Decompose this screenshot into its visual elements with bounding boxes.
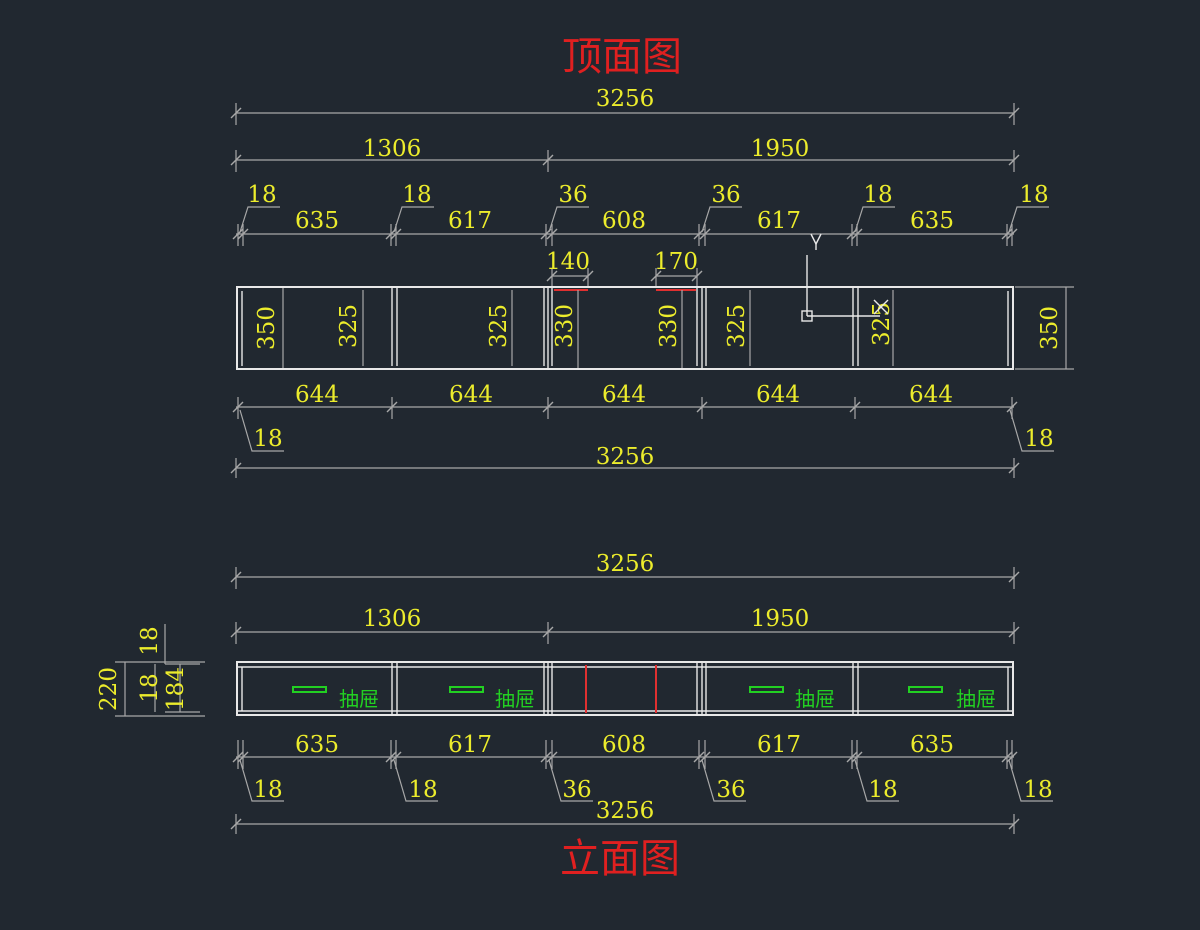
- dim-top-overall-bottom: 3256: [230, 444, 1020, 478]
- dim-height-text: 18: [137, 673, 163, 702]
- dim-height-text: 18: [137, 626, 163, 655]
- dim-inner-width-text: 617: [757, 208, 801, 234]
- dim-module-width-text: 644: [756, 382, 800, 408]
- dim-elev-groups: 1306 1950: [230, 606, 1020, 644]
- ucs-y-label: Y: [822, 231, 833, 249]
- dim-gap-text: 18: [1019, 182, 1048, 208]
- dim-gap-text: 36: [716, 777, 745, 803]
- dim-text: 3256: [596, 798, 655, 824]
- dim-text: 1306: [363, 606, 422, 632]
- dim-module-width-text: 644: [295, 382, 339, 408]
- dim-inner-width-text: 617: [448, 732, 492, 758]
- dim-inner-width-text: 635: [910, 208, 954, 234]
- dim-module-width-text: 644: [449, 382, 493, 408]
- dim-gap-text: 18: [868, 777, 897, 803]
- drawer-label: 抽屉: [339, 687, 379, 711]
- drawer-handle: [449, 686, 484, 693]
- dim-text: 3256: [596, 86, 655, 112]
- dim-depth-text: 330: [552, 304, 578, 348]
- dim-depth-text: 325: [336, 304, 362, 348]
- dim-elev-overall: 3256: [230, 551, 1020, 589]
- dim-text: 1950: [751, 136, 810, 162]
- elevation-title: 立面图: [560, 836, 680, 882]
- dim-depth-text: 325: [724, 304, 750, 348]
- dim-text: 1950: [751, 606, 810, 632]
- elevation-cabinet: [236, 661, 1014, 716]
- dim-gap-text: 36: [558, 182, 587, 208]
- dim-inner-width-text: 617: [448, 208, 492, 234]
- drawer-label: 抽屉: [956, 687, 996, 711]
- dim-gap-text: 36: [562, 777, 591, 803]
- dim-gap-text: 18: [247, 182, 276, 208]
- dim-depth-text: 350: [1037, 306, 1063, 350]
- dim-top-module-widths: 644 644 644 644 644 18 18: [232, 382, 1054, 452]
- dim-top-depths: 350 325 325 330 330 325 325 350: [254, 286, 1074, 370]
- dim-notch-text: 140: [546, 249, 590, 275]
- drawer-label: 抽屉: [795, 687, 835, 711]
- drawer-label: 抽屉: [495, 687, 535, 711]
- drawer-handle: [908, 686, 943, 693]
- dim-depth-text: 330: [656, 304, 682, 348]
- dim-gap-text: 18: [253, 426, 282, 452]
- dim-inner-width-text: 608: [602, 732, 646, 758]
- dim-depth-text: 350: [254, 306, 280, 350]
- dim-inner-width-text: 617: [757, 732, 801, 758]
- drawer-handle: [292, 686, 327, 693]
- dim-inner-width-text: 635: [910, 732, 954, 758]
- dim-gap-text: 18: [253, 777, 282, 803]
- dim-elev-overall-bottom: 3256: [230, 798, 1020, 834]
- dim-top-inner-widths: 18 18 36 36 18 18 635 617 608 617 635: [232, 182, 1049, 246]
- dim-elev-inner-widths: 635 617 608 617 635 18 18 36 36 18 18: [232, 732, 1053, 803]
- drawer-handle: [749, 686, 784, 693]
- dim-notch-text: 170: [654, 249, 698, 275]
- drawer-handles: 抽屉 抽屉 抽屉 抽屉: [292, 686, 996, 711]
- dim-top-overall: 3256: [230, 86, 1020, 125]
- dim-height-text: 220: [96, 667, 122, 711]
- ucs-x-label: X: [893, 298, 903, 316]
- top-view-title: 顶面图: [562, 34, 682, 80]
- dim-inner-width-text: 635: [295, 732, 339, 758]
- dim-inner-width-text: 635: [295, 208, 339, 234]
- dim-height-text: 184: [163, 667, 189, 711]
- dim-gap-text: 18: [1023, 777, 1052, 803]
- dim-text: 3256: [596, 444, 655, 470]
- dim-inner-width-text: 608: [602, 208, 646, 234]
- top-view-cabinet: [236, 286, 1014, 370]
- dim-gap-text: 18: [1024, 426, 1053, 452]
- ucs-icon: Y X: [801, 231, 903, 322]
- dim-text: 1306: [363, 136, 422, 162]
- dim-gap-text: 18: [863, 182, 892, 208]
- dim-module-width-text: 644: [909, 382, 953, 408]
- dim-top-notches: 140 170: [546, 249, 703, 288]
- dim-depth-text: 325: [869, 302, 895, 346]
- dim-gap-text: 18: [402, 182, 431, 208]
- dim-top-groups: 1306 1950: [230, 136, 1020, 172]
- dim-text: 3256: [596, 551, 655, 577]
- dim-gap-text: 18: [408, 777, 437, 803]
- dim-module-width-text: 644: [602, 382, 646, 408]
- dim-gap-text: 36: [711, 182, 740, 208]
- dim-depth-text: 325: [486, 304, 512, 348]
- dim-elev-heights: 220 18 18 184: [96, 624, 205, 717]
